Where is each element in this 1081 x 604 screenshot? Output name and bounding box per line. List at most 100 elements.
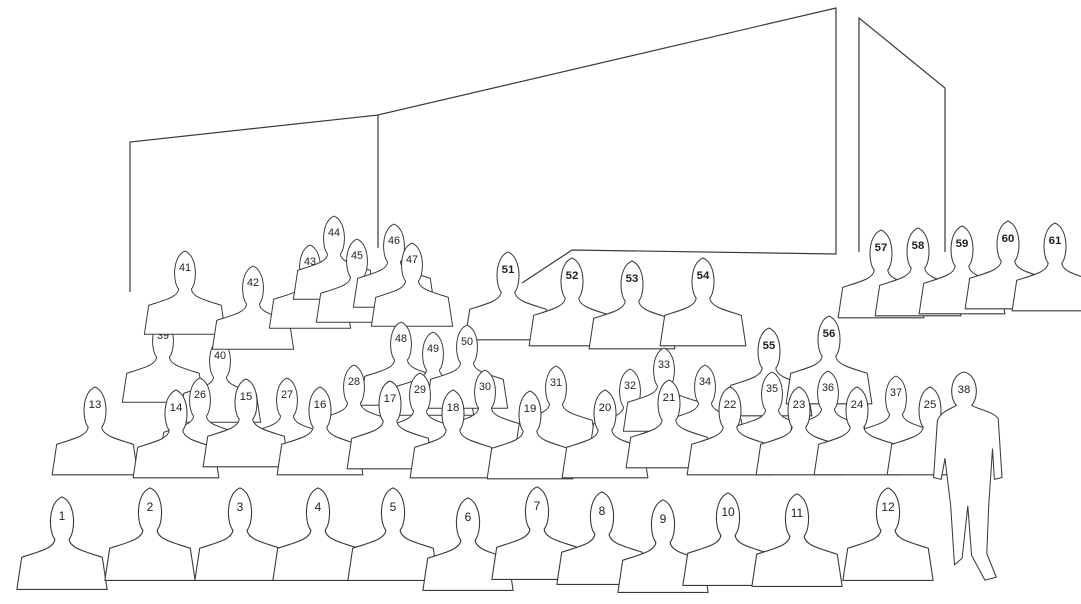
person-2: 2 bbox=[104, 487, 196, 581]
person-number-label: 21 bbox=[663, 392, 676, 404]
person-11: 11 bbox=[751, 493, 843, 587]
person-3: 3 bbox=[194, 487, 286, 581]
screen-panels bbox=[129, 7, 946, 292]
person-number-label: 11 bbox=[791, 506, 804, 520]
person-silhouette bbox=[659, 257, 747, 347]
person-number-label: 24 bbox=[851, 399, 864, 411]
person-silhouette bbox=[370, 242, 454, 327]
person-number-label: 19 bbox=[524, 403, 537, 415]
person-number-label: 59 bbox=[956, 238, 969, 250]
person-silhouette bbox=[104, 487, 196, 581]
person-silhouette bbox=[625, 379, 713, 469]
person-number-label: 12 bbox=[881, 500, 895, 514]
person-silhouette bbox=[422, 497, 514, 591]
person-number-label: 1 bbox=[59, 509, 66, 523]
person-53: 53 bbox=[588, 260, 676, 350]
person-number-label: 40 bbox=[214, 350, 226, 362]
person-number-label: 34 bbox=[699, 376, 711, 388]
person-number-label: 49 bbox=[427, 343, 439, 355]
person-number-label: 15 bbox=[240, 391, 253, 403]
person-number-label: 55 bbox=[763, 340, 776, 352]
person-18: 18 bbox=[409, 389, 497, 479]
person-number-label: 14 bbox=[170, 402, 183, 414]
person-number-label: 20 bbox=[599, 402, 612, 414]
person-number-label: 41 bbox=[179, 262, 191, 274]
person-1: 1 bbox=[16, 496, 108, 590]
person-12: 12 bbox=[842, 487, 934, 581]
person-silhouette bbox=[143, 250, 227, 335]
person-number-label: 42 bbox=[247, 277, 259, 289]
person-number-label: 10 bbox=[721, 505, 735, 519]
person-number-label: 38 bbox=[958, 384, 971, 396]
person-number-label: 47 bbox=[406, 254, 418, 266]
far-right-group-group: 57 58 59 60 61 bbox=[837, 220, 1081, 319]
person-silhouette bbox=[486, 390, 574, 480]
person-number-label: 26 bbox=[194, 389, 206, 401]
person-5: 5 bbox=[347, 487, 439, 581]
person-silhouette bbox=[813, 386, 901, 476]
person-number-label: 50 bbox=[461, 336, 473, 348]
person-number-label: 18 bbox=[447, 402, 460, 414]
person-silhouette bbox=[751, 493, 843, 587]
person-silhouette bbox=[1011, 222, 1081, 312]
person-4: 4 bbox=[272, 487, 364, 581]
person-silhouette bbox=[588, 260, 676, 350]
person-silhouette bbox=[51, 386, 139, 476]
person-15: 15 bbox=[202, 378, 290, 468]
person-number-label: 61 bbox=[1049, 235, 1062, 247]
person-number-label: 8 bbox=[599, 504, 606, 518]
person-7: 7 bbox=[491, 486, 583, 580]
person-number-label: 58 bbox=[912, 240, 925, 252]
center-screen-panel bbox=[377, 7, 837, 284]
person-10: 10 bbox=[682, 492, 774, 586]
person-number-label: 52 bbox=[566, 270, 579, 282]
person-number-label: 60 bbox=[1002, 233, 1015, 245]
person-19: 19 bbox=[486, 390, 574, 480]
person-38: 38 bbox=[933, 371, 1003, 581]
person-silhouette bbox=[785, 315, 873, 405]
person-number-label: 32 bbox=[624, 380, 636, 392]
person-20: 20 bbox=[561, 389, 649, 479]
person-6: 6 bbox=[422, 497, 514, 591]
right-screen-panel bbox=[858, 16, 946, 252]
person-number-label: 46 bbox=[388, 235, 400, 247]
person-silhouette bbox=[409, 389, 497, 479]
person-number-label: 57 bbox=[875, 242, 888, 254]
person-61: 61 bbox=[1011, 222, 1081, 312]
person-number-label: 45 bbox=[351, 250, 363, 262]
person-silhouette bbox=[272, 487, 364, 581]
person-silhouette bbox=[491, 486, 583, 580]
person-number-label: 23 bbox=[793, 399, 806, 411]
person-number-label: 3 bbox=[237, 500, 244, 514]
person-number-label: 28 bbox=[348, 376, 360, 388]
person-silhouette bbox=[276, 386, 364, 476]
person-41: 41 bbox=[143, 250, 227, 335]
person-21: 21 bbox=[625, 379, 713, 469]
person-number-label: 56 bbox=[823, 328, 836, 340]
person-54: 54 bbox=[659, 257, 747, 347]
person-silhouette bbox=[561, 389, 649, 479]
person-silhouette bbox=[194, 487, 286, 581]
left-screen-panel bbox=[129, 114, 379, 292]
person-silhouette bbox=[132, 389, 220, 479]
person-number-label: 53 bbox=[626, 273, 639, 285]
person-silhouette bbox=[347, 487, 439, 581]
standing-person-silhouette bbox=[933, 371, 1003, 581]
person-silhouette bbox=[682, 492, 774, 586]
person-silhouette bbox=[202, 378, 290, 468]
person-56: 56 bbox=[785, 315, 873, 405]
person-14: 14 bbox=[132, 389, 220, 479]
person-number-label: 48 bbox=[395, 333, 407, 345]
person-number-label: 22 bbox=[724, 399, 737, 411]
person-silhouette bbox=[842, 487, 934, 581]
person-number-label: 6 bbox=[465, 510, 472, 524]
person-number-label: 17 bbox=[384, 393, 397, 405]
person-number-label: 13 bbox=[89, 399, 102, 411]
person-number-label: 16 bbox=[314, 399, 327, 411]
person-number-label: 33 bbox=[658, 359, 670, 371]
